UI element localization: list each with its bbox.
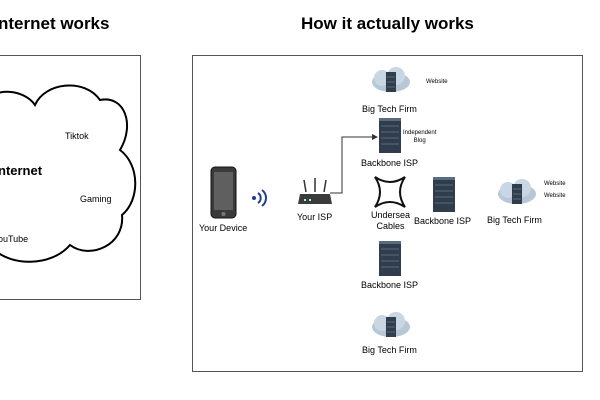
website-label-right-1: Website: [544, 181, 566, 187]
cloud-center-label: nternet: [0, 163, 43, 178]
undersea-cables-icon: [374, 176, 406, 208]
independent-blog-label: Independent Blog: [403, 130, 437, 144]
your-isp-label: Your ISP: [297, 212, 333, 222]
wifi-signal-icon: [252, 189, 267, 207]
big-tech-cloud-server-icon-top: [372, 67, 410, 92]
phone-icon: [210, 166, 237, 219]
cloud-item-gaming: Gaming: [80, 194, 112, 204]
right-heading: How it actually works: [301, 14, 474, 33]
your-device-label: Your Device: [199, 223, 248, 233]
server-rack-icon-top: [379, 118, 401, 153]
backbone-label-mid: Backbone ISP: [414, 216, 472, 226]
cloud-item-tiktok: Tiktok: [65, 131, 89, 141]
big-tech-cloud-server-icon-bottom: [372, 312, 410, 337]
undersea-cables-label: Undersea Cables: [371, 210, 411, 231]
big-tech-label-right: Big Tech Firm: [487, 215, 542, 225]
server-rack-icon-mid: [433, 177, 455, 212]
website-label-right-2: Website: [544, 193, 566, 199]
router-icon: [298, 178, 332, 204]
big-tech-label-top: Big Tech Firm: [362, 104, 417, 114]
backbone-label-bottom: Backbone ISP: [361, 280, 419, 290]
big-tech-cloud-server-icon-right: [498, 179, 536, 204]
cloud-item-youtube: ouTube: [0, 234, 29, 244]
backbone-label-top: Backbone ISP: [361, 158, 419, 168]
server-rack-icon-bottom: [379, 241, 401, 276]
website-label-top: Website: [426, 79, 448, 85]
left-heading: nternet works: [0, 14, 110, 33]
big-tech-label-bottom: Big Tech Firm: [362, 345, 417, 355]
